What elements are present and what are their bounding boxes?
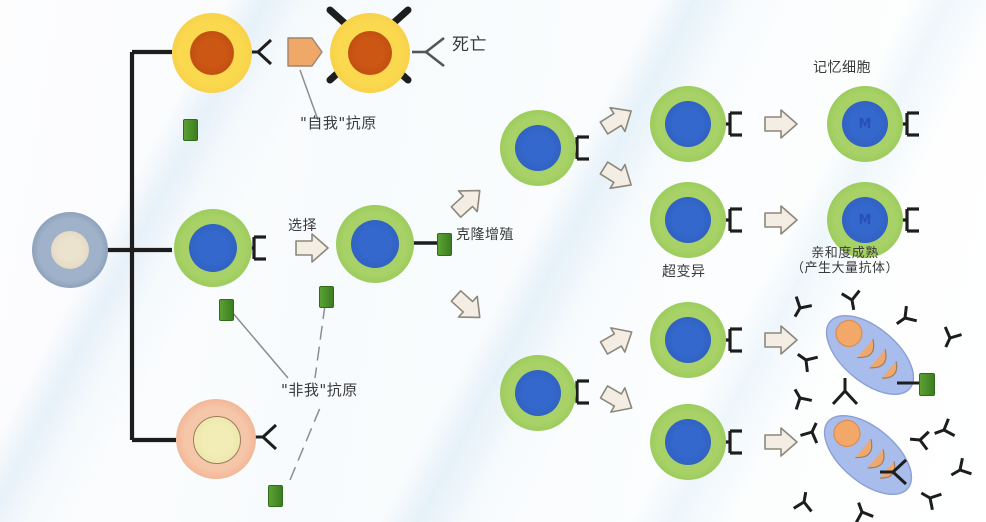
clonal-proliferation-arrow-up: [445, 179, 490, 224]
self-reactive-cell: [172, 13, 252, 93]
memory-cell-2-tag: M: [858, 212, 872, 228]
memory-cell-1-nucleus: M: [842, 101, 888, 147]
label-affinity-maturation-line2: （产生大量抗体）: [790, 260, 899, 276]
memory-precursor-2-nucleus: [665, 197, 711, 243]
antigen-marker: [268, 485, 283, 507]
clone-branch-arrow-up: [595, 98, 640, 141]
self-reactive-cell-dead: [330, 13, 410, 93]
nonself-leader-a: [231, 311, 289, 379]
antigen-marker-bound: [437, 233, 452, 256]
clone-branch-arrow-down: [595, 155, 640, 198]
clone-cell-upper: [500, 110, 576, 186]
clone-cell-lower-nucleus: [515, 370, 561, 416]
memory-cell-2: M: [827, 182, 903, 258]
immature-cell: [176, 399, 256, 479]
hypermutation-arrow-down: [596, 379, 640, 421]
label-hypermutation: 超变异: [662, 264, 706, 280]
memory-precursor-1-nucleus: [665, 101, 711, 147]
plasma-cell-1-receptor: [831, 376, 859, 406]
memory-cell-1-tag: M: [858, 116, 872, 132]
label-nonself-antigen: "非我"抗原: [281, 381, 358, 399]
clone-cell-lower: [500, 355, 576, 431]
dead-cell-nucleus: [348, 31, 392, 75]
memory-cell-1: M: [827, 86, 903, 162]
stem-cell: [32, 212, 108, 288]
hypermutation-arrow-up: [596, 319, 640, 361]
selection-arrow: [295, 233, 329, 263]
plasma-precursor-1-nucleus: [665, 317, 711, 363]
branch-tree: [95, 49, 176, 443]
label-affinity-maturation-line1: 亲和度成熟: [811, 246, 879, 261]
label-self-antigen: "自我"抗原: [300, 114, 377, 132]
memory-arrow-2: [764, 205, 798, 235]
b-cell-naive: [174, 209, 252, 287]
antigen-marker: [183, 119, 198, 141]
plasma-cell-2: [823, 414, 913, 496]
antigen-marker: [319, 286, 334, 308]
memory-precursor-1: [650, 86, 726, 162]
memory-precursor-2: [650, 182, 726, 258]
antigen-marker-plasma: [919, 373, 935, 396]
immature-cell-nucleus: [193, 416, 241, 464]
nonself-leader-b: [314, 304, 326, 379]
plasma-arrow-2: [764, 427, 798, 457]
plasma-arrow-1: [764, 325, 798, 355]
self-antigen-shape: [287, 37, 323, 67]
nonself-leader-c: [289, 407, 321, 481]
plasma-precursor-1: [650, 302, 726, 378]
clone-cell-upper-nucleus: [515, 125, 561, 171]
label-affinity-maturation: 亲和度成熟 （产生大量抗体）: [770, 246, 920, 277]
plasma-precursor-2-nucleus: [665, 419, 711, 465]
label-clonal-proliferation: 克隆增殖: [456, 227, 514, 243]
antigen-marker: [219, 299, 234, 321]
label-death: 死亡: [452, 35, 487, 55]
self-reactive-cell-nucleus: [190, 31, 234, 75]
b-cell-selected-nucleus: [351, 220, 399, 268]
death-receptor: [412, 36, 445, 68]
plasma-precursor-2: [650, 404, 726, 480]
label-selection: 选择: [288, 218, 317, 234]
b-cell-selected: [336, 205, 414, 283]
self-antigen-leader: [299, 69, 319, 121]
label-memory-cell: 记忆细胞: [813, 60, 871, 76]
clonal-proliferation-arrow-down: [445, 284, 490, 329]
b-cell-naive-nucleus: [189, 224, 237, 272]
memory-cell-2-nucleus: M: [842, 197, 888, 243]
plasma-cell-1: [825, 314, 915, 396]
stem-cell-nucleus: [51, 231, 89, 269]
memory-arrow-1: [764, 109, 798, 139]
